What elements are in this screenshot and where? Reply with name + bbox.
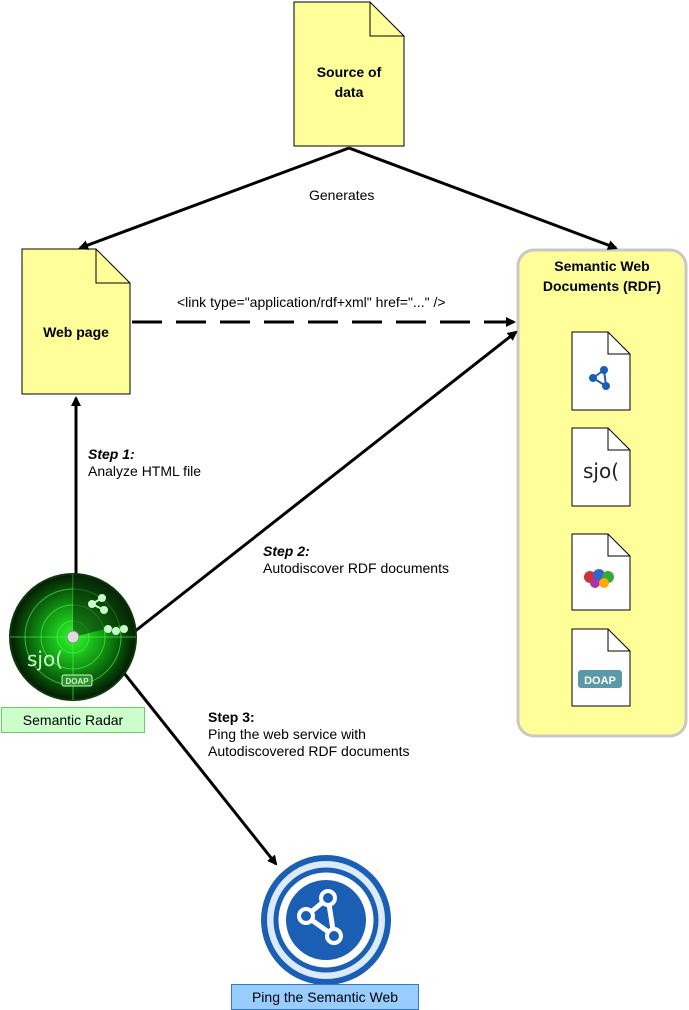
semantic-docs-title: Semantic Web Documents (RDF): [542, 258, 662, 294]
link-tag-label: <link type="application/rdf+xml" href=".…: [177, 294, 446, 310]
svg-text:DOAP: DOAP: [584, 675, 616, 687]
edge-radar-to-rdf: [133, 330, 518, 634]
source-of-data-title: Source of data: [316, 64, 382, 100]
rdf-doc-3: [571, 533, 631, 611]
foaf-faces-icon: [584, 569, 614, 588]
step2-annotation: Step 2: Autodiscover RDF documents: [263, 543, 449, 577]
step3-text-line2: Autodiscovered RDF documents: [208, 743, 410, 759]
edge-source-to-webpage: [78, 146, 350, 250]
doap-badge-icon: [578, 670, 622, 688]
step1-annotation: Step 1: Analyze HTML file: [88, 446, 201, 480]
rdf-doc-1: [571, 331, 631, 411]
rdf-doc-2: sjo(: [571, 427, 631, 507]
web-page-title: Web page: [43, 324, 109, 340]
ping-the-semantic-web-icon: [261, 855, 391, 985]
source-of-data-document: [293, 1, 405, 147]
ping-the-semantic-web-label: Ping the Semantic Web: [231, 984, 419, 1010]
sioc-logo-icon: sjo(: [583, 459, 619, 483]
rdf-molecule-icon: [589, 366, 610, 390]
semantic-radar-label: Semantic Radar: [1, 707, 145, 733]
svg-text:sjo(: sjo(: [27, 647, 63, 671]
step2-text: Autodiscover RDF documents: [263, 560, 449, 576]
step2-title: Step 2:: [263, 543, 310, 559]
generates-label: Generates: [309, 187, 375, 203]
edge-radar-to-ping: [118, 667, 278, 866]
edge-source-to-rdf: [348, 146, 618, 250]
step1-text: Analyze HTML file: [88, 463, 202, 479]
step3-annotation: Step 3: Ping the web service with Autodi…: [208, 709, 410, 760]
rdf-doc-4: DOAP: [571, 628, 631, 707]
step3-text-line1: Ping the web service with: [208, 726, 366, 742]
step3-title: Step 3:: [208, 709, 255, 725]
semantic-radar-icon: sjo( DOAP: [9, 573, 137, 701]
step1-title: Step 1:: [88, 446, 135, 462]
svg-text:DOAP: DOAP: [65, 677, 89, 686]
